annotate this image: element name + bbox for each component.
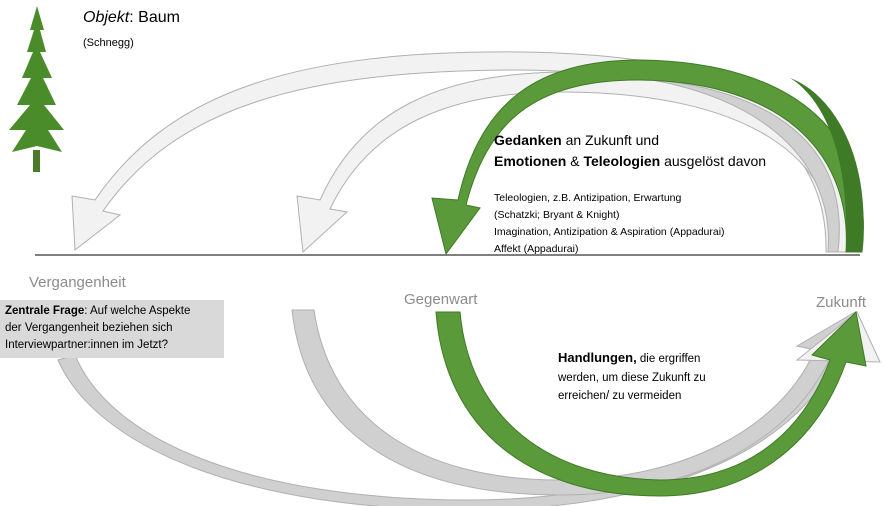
thoughts-bold-1: Gedanken bbox=[494, 132, 562, 148]
thoughts-mid-2: & bbox=[566, 153, 584, 169]
tree-icon bbox=[9, 6, 64, 172]
central-question-box: Zentrale Frage: Auf welche Aspekte der V… bbox=[0, 300, 224, 358]
reference-item: Affekt (Appadurai) bbox=[494, 243, 579, 255]
question-rest: : Auf welche Aspekte bbox=[84, 305, 191, 317]
label-past: Vergangenheit bbox=[29, 274, 126, 291]
question-line-3: Interviewpartner:innen im Jetzt? bbox=[5, 339, 168, 351]
object-title: Objekt: Baum bbox=[83, 9, 180, 27]
object-label: Objekt bbox=[83, 9, 130, 26]
question-line-1: Zentrale Frage: Auf welche Aspekte bbox=[5, 303, 219, 320]
thoughts-rest-2: ausgelöst davon bbox=[660, 153, 767, 169]
thoughts-line-2: Emotionen & Teleologien ausgelöst davon bbox=[494, 153, 766, 169]
actions-text: Handlungen, die ergriffen werden, um die… bbox=[558, 349, 706, 406]
object-source: (Schnegg) bbox=[83, 37, 134, 49]
reference-item: Imagination, Antizipation & Aspiration (… bbox=[494, 226, 725, 238]
arc-green-dark-edge bbox=[790, 78, 864, 252]
object-separator: : bbox=[129, 9, 139, 26]
arc-green-actions bbox=[435, 310, 867, 497]
reference-item: (Schatzki; Bryant & Knight) bbox=[494, 209, 620, 221]
thoughts-rest-1: an Zukunft und bbox=[561, 132, 659, 148]
actions-line-2: werden, um diese Zukunft zu bbox=[558, 371, 706, 384]
actions-bold: Handlungen, bbox=[558, 350, 637, 365]
label-future: Zukunft bbox=[816, 294, 867, 311]
thoughts-bold-2: Emotionen bbox=[494, 153, 567, 169]
actions-rest: die ergriffen bbox=[636, 353, 701, 365]
actions-line-3: erreichen/ zu vermeiden bbox=[558, 390, 682, 402]
arc-green-thoughts bbox=[431, 59, 864, 256]
actions-line-1: Handlungen, die ergriffen bbox=[558, 349, 706, 369]
reference-item: Teleologien, z.B. Antizipation, Erwartun… bbox=[494, 192, 682, 204]
thoughts-line-1: Gedanken an Zukunft und bbox=[494, 132, 659, 148]
question-line-2: der Vergangenheit beziehen sich bbox=[5, 322, 173, 334]
label-present: Gegenwart bbox=[404, 291, 478, 308]
arc-future-to-present-left bbox=[296, 71, 851, 254]
question-bold: Zentrale Frage bbox=[5, 305, 85, 317]
references-list: Teleologien, z.B. Antizipation, Erwartun… bbox=[494, 190, 725, 258]
object-value: Baum bbox=[138, 9, 180, 26]
thoughts-bold-3: Teleologien bbox=[583, 153, 661, 169]
